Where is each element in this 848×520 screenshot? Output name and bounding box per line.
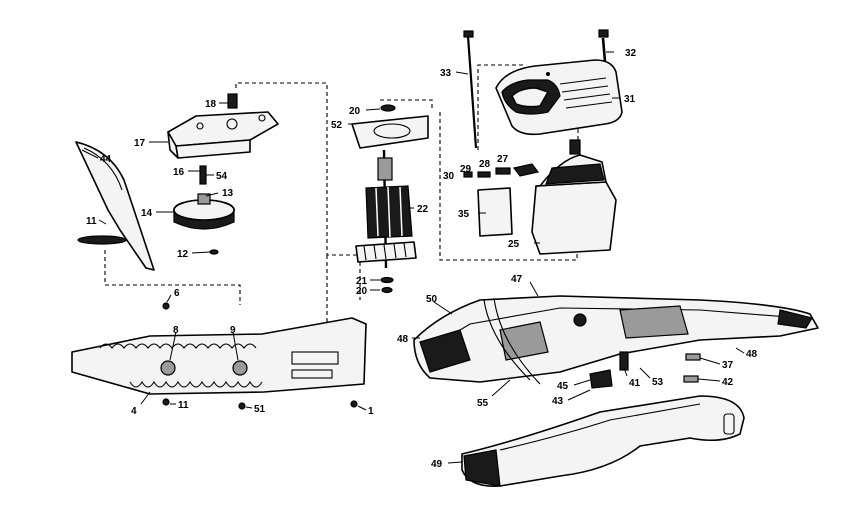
- callout-45: 45: [557, 381, 569, 392]
- callout-30: 30: [443, 171, 455, 182]
- part-31-top-cover: [495, 59, 623, 136]
- callout-33: 33: [440, 68, 452, 79]
- callout-37: 37: [722, 360, 734, 371]
- callout-28: 28: [479, 159, 491, 170]
- callout-48-left: 48: [397, 334, 409, 345]
- part-22-armature: [355, 149, 417, 294]
- callout-44: 44: [100, 154, 112, 165]
- callout-54: 54: [216, 171, 228, 182]
- callout-31: 31: [624, 94, 636, 105]
- blade-assembly: [71, 302, 367, 410]
- callout-20-upper: 20: [349, 106, 361, 117]
- callout-29: 29: [460, 164, 472, 175]
- callout-22: 22: [417, 204, 429, 215]
- part-48-handle-housing: [413, 295, 819, 389]
- callout-4: 4: [131, 406, 137, 417]
- callout-51: 51: [254, 404, 266, 415]
- callout-47: 47: [511, 274, 523, 285]
- callout-labels: 32 33 31 18 20 52 17 16 54 13 14 12 44 1…: [86, 48, 758, 470]
- callout-16: 16: [173, 167, 185, 178]
- callout-6: 6: [174, 288, 180, 299]
- callout-43: 43: [552, 396, 564, 407]
- callout-18: 18: [205, 99, 217, 110]
- part-44-blade-guard: [75, 141, 155, 271]
- part-25-motor-housing: [531, 139, 617, 255]
- part-35-label: [477, 187, 513, 237]
- callout-41: 41: [629, 378, 641, 389]
- part-17-gear-housing: [167, 93, 279, 159]
- part-54-shaft: [199, 165, 207, 185]
- callout-11-guard: 11: [86, 216, 97, 227]
- callout-27: 27: [497, 154, 509, 165]
- callout-9: 9: [230, 325, 236, 336]
- part-32-screw: [598, 29, 609, 63]
- callout-49: 49: [431, 459, 443, 470]
- callout-25: 25: [508, 239, 520, 250]
- callout-8: 8: [173, 325, 179, 336]
- callout-13: 13: [222, 188, 234, 199]
- callout-1: 1: [368, 406, 374, 417]
- callout-55: 55: [477, 398, 489, 409]
- callout-20-lower: 20: [356, 286, 368, 297]
- callout-42: 42: [722, 377, 734, 388]
- callout-11-blade: 11: [178, 400, 189, 411]
- callout-32: 32: [625, 48, 637, 59]
- callout-50: 50: [426, 294, 438, 305]
- parts-27-30-contacts: [463, 163, 540, 178]
- callout-53: 53: [652, 377, 664, 388]
- callout-12: 12: [177, 249, 189, 260]
- callout-52: 52: [331, 120, 343, 131]
- part-49-lower-handle: [461, 395, 745, 487]
- part-33-long-screw: [463, 30, 478, 149]
- part-52-bearing-plate: [351, 104, 429, 149]
- callout-17: 17: [134, 138, 146, 149]
- callout-35: 35: [458, 209, 470, 220]
- callout-14: 14: [141, 208, 153, 219]
- leader-lines: [81, 51, 745, 464]
- callout-21: 21: [356, 276, 368, 287]
- part-14-gear: [173, 193, 235, 255]
- callout-48-right: 48: [746, 349, 758, 360]
